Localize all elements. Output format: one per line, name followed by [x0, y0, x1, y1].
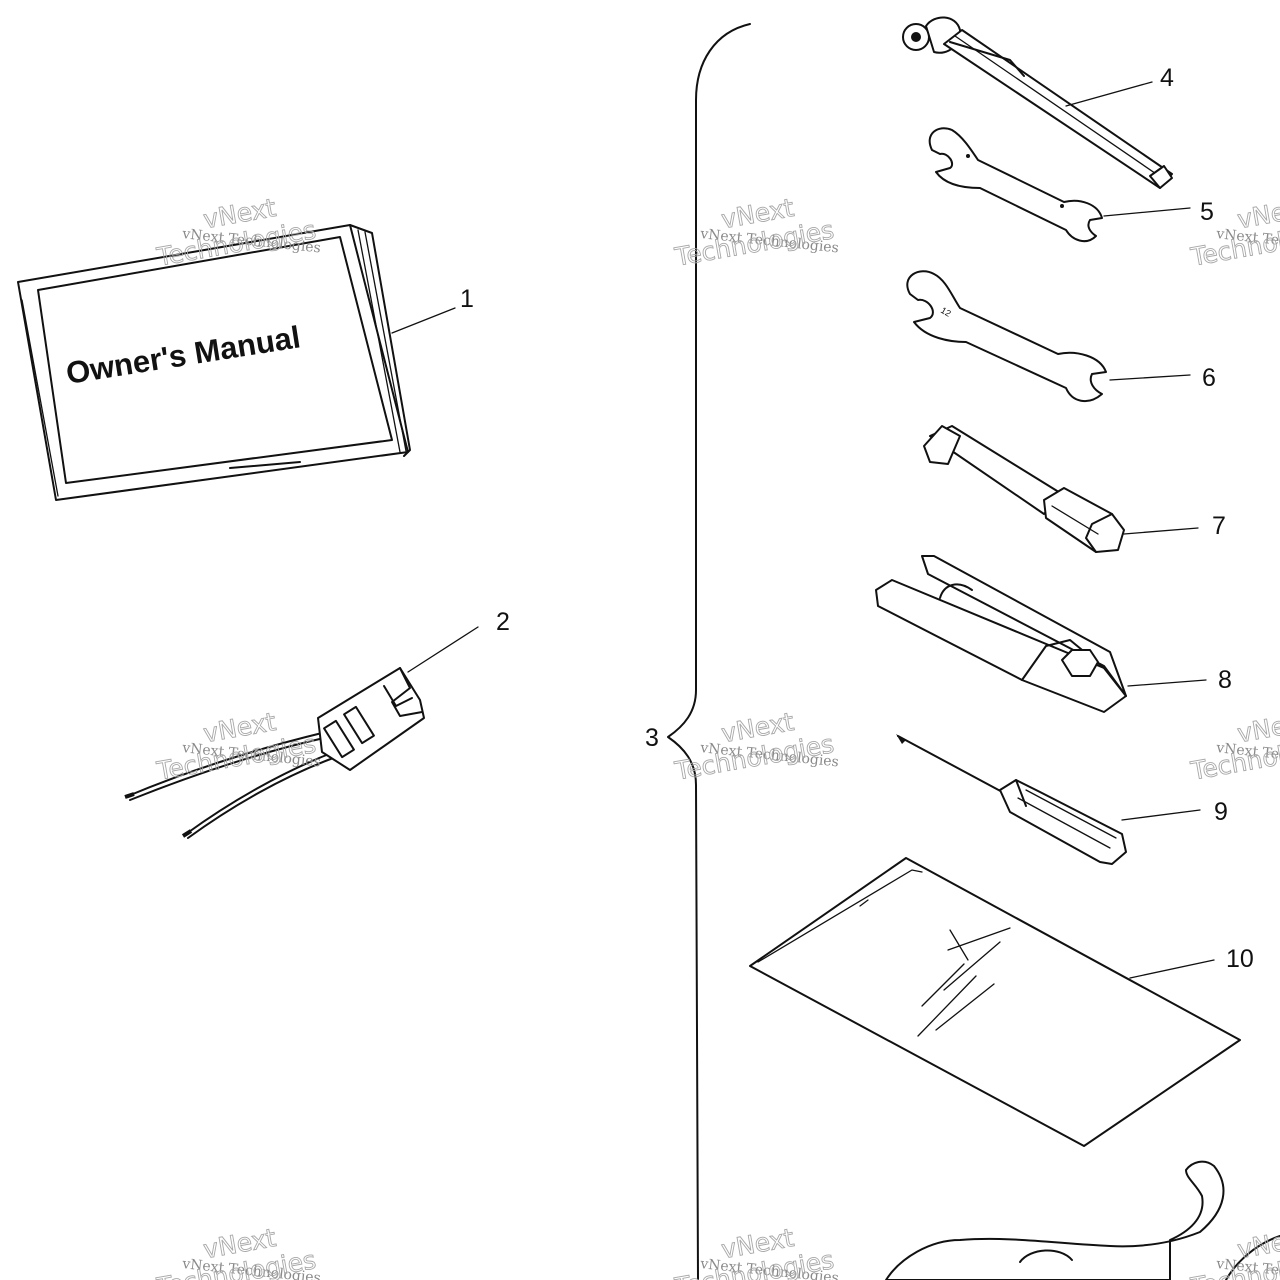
- watermark-4: vNext Technologies vNext Technologies: [154, 707, 322, 787]
- owners-manual-book: Owner's Manual: [17, 224, 411, 501]
- leader-line-10: [1129, 959, 1215, 979]
- tool-pouch-partial: [885, 1160, 1280, 1280]
- watermark-6: vNext Technologies vNext Technologies: [1188, 707, 1280, 787]
- plastic-storage-bag: [749, 857, 1241, 1147]
- leader-line-4: [1065, 81, 1153, 107]
- callout-7: 7: [1212, 512, 1226, 540]
- watermark-7: vNext Technologies vNext Technologies: [154, 1223, 322, 1280]
- leader-line-2: [407, 626, 479, 673]
- leader-line-5: [1103, 207, 1191, 217]
- screwdriver: [896, 734, 1127, 865]
- leader-line-6: [1109, 374, 1191, 381]
- callout-9: 9: [1214, 798, 1228, 826]
- open-end-wrench-small: [928, 127, 1103, 243]
- leader-line-9: [1121, 809, 1201, 821]
- open-end-wrench-large: 12: [906, 270, 1107, 403]
- leader-line-8: [1127, 679, 1207, 687]
- tire-gauge-tool: [902, 16, 1173, 189]
- hex-plug-wrench: [875, 555, 1127, 713]
- wire-connector: [124, 667, 425, 839]
- tool-kit-brace: [667, 23, 751, 1280]
- callout-4: 4: [1160, 64, 1174, 92]
- svg-text:12: 12: [939, 305, 953, 319]
- leader-line-1: [391, 307, 456, 334]
- callout-10: 10: [1226, 945, 1254, 973]
- callout-8: 8: [1218, 666, 1232, 694]
- callout-6: 6: [1202, 364, 1216, 392]
- leader-line-7: [1123, 527, 1199, 535]
- callout-1: 1: [460, 285, 474, 313]
- spark-plug-socket-wrench: [923, 425, 1125, 553]
- callout-3: 3: [645, 724, 659, 752]
- watermark-8: vNext Technologies vNext Technologies: [672, 1223, 840, 1280]
- callout-5: 5: [1200, 198, 1214, 226]
- callout-2: 2: [496, 608, 510, 636]
